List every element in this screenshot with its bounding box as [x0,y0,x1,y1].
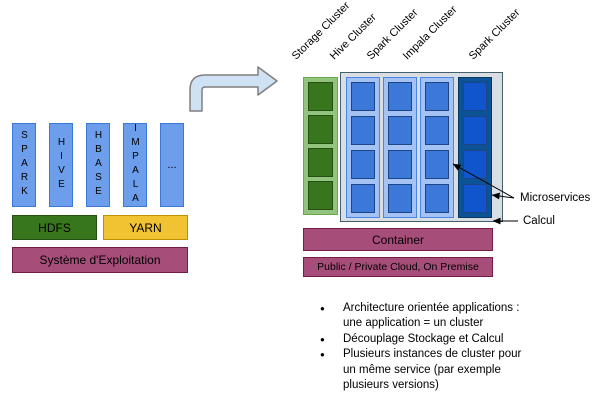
bullet-line: un même service (par exemple [343,363,501,376]
microservice-node [425,150,449,179]
yarn-label: YARN [129,220,162,235]
operating-system-box: Système d'Exploitation [12,247,188,273]
service-box-more: ... [160,123,184,207]
bullet-list: Architecture orientée applications : une… [318,301,588,393]
service-label: HIVE [56,137,67,193]
microservice-node [463,184,487,213]
service-box-impala: IMPALA [123,123,147,207]
calcul-annotation: Calcul [523,215,555,227]
microservice-node [351,116,375,145]
microservice-node [425,82,449,111]
container-label: Container [371,232,425,247]
container-box: Container [303,228,493,251]
impala-cluster-column [420,77,454,218]
spark-cluster-2-column [458,77,492,218]
bullet-line: une application = un cluster [343,317,484,330]
microservice-node [388,116,412,145]
service-box-hive: HIVE [49,123,73,207]
microservice-node [351,150,375,179]
bullet-line: Plusieurs instances de cluster pour [343,348,522,361]
label-spark-cluster-2: Spark Cluster [466,6,523,63]
microservice-node [425,116,449,145]
microservice-node [463,82,487,111]
microservice-node [351,184,375,213]
microservice-node [388,150,412,179]
service-label: SPARK [19,130,30,200]
bullet-item: Découplage Stockage et Calcul [318,332,588,347]
spark-cluster-column [383,77,417,218]
bullet-item: Plusieurs instances de cluster pour un m… [318,347,588,393]
service-box-spark: SPARK [12,123,36,207]
storage-node [308,148,333,177]
service-label: IMPALA [130,123,141,207]
flow-arrow [189,66,278,112]
microservice-node [351,82,375,111]
hive-cluster-column [346,77,380,218]
service-label: HBASE [93,130,104,200]
os-label: Système d'Exploitation [39,253,161,267]
cloud-label: Public / Private Cloud, On Premise [317,261,479,273]
bullet-item: Architecture orientée applications : une… [318,301,588,332]
microservice-node [388,184,412,213]
service-box-hbase: HBASE [86,123,110,207]
microservice-node [463,150,487,179]
storage-node [308,181,333,210]
microservice-node [463,116,487,145]
bullet-line: Découplage Stockage et Calcul [343,332,504,345]
cloud-box: Public / Private Cloud, On Premise [303,257,493,277]
bullet-line: Architecture orientée applications : [343,302,520,314]
storage-node [308,115,333,144]
microservices-annotation: Microservices [520,192,591,204]
microservice-node [425,184,449,213]
service-label: ... [167,158,177,171]
storage-node [308,82,333,111]
bullet-line: plusieurs versions) [343,379,439,392]
storage-cluster-column [303,77,338,215]
microservice-node [388,82,412,111]
yarn-box: YARN [103,215,188,240]
hdfs-box: HDFS [12,215,97,240]
hdfs-label: HDFS [38,220,71,235]
